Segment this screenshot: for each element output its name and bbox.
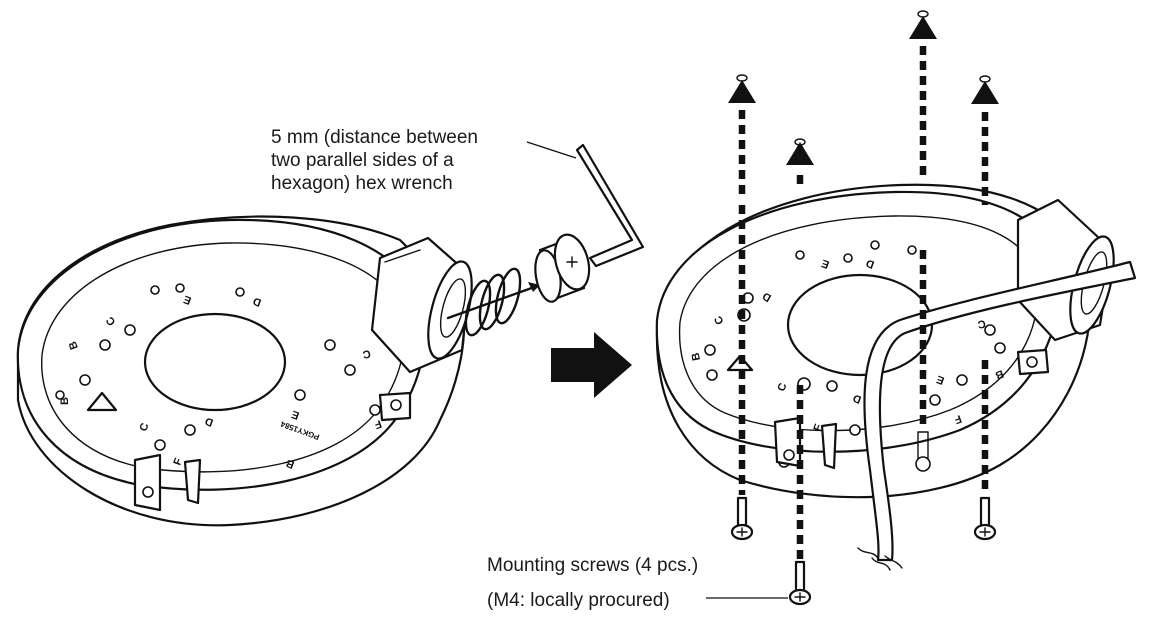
screw-icon [730, 496, 754, 541]
plate-letter: B [67, 339, 81, 351]
plate-letter: E [820, 257, 831, 271]
mounting-screws-label-line-1: Mounting screws (4 pcs.) [487, 555, 699, 576]
plate-letter: E [935, 373, 946, 387]
plate-letter: F [812, 422, 826, 433]
mounting-screws-label: Mounting screws (4 pcs.) (M4: locally pr… [487, 548, 698, 618]
screw-icon [788, 560, 812, 606]
cable [857, 260, 1137, 571]
plate-letter: D [251, 294, 263, 308]
mounting-screws-label-line-2: (M4: locally procured) [487, 590, 670, 611]
plate-letter: F [172, 456, 186, 467]
hex-wrench [575, 143, 645, 268]
screw-icon [973, 496, 997, 541]
plate-letter: B [284, 456, 296, 470]
plate-letter: E [182, 293, 193, 307]
hex-wrench-label: 5 mm (distance between two parallel side… [271, 126, 478, 195]
hex-wrench-label-line-1: 5 mm (distance between [271, 127, 478, 148]
up-arrow-icon [728, 80, 756, 103]
up-arrow-icon [909, 16, 937, 39]
left-base-holes [55, 283, 398, 451]
up-arrow-icon [971, 81, 999, 104]
right-mount-base: E D C D C B B C D E F F [655, 183, 1137, 571]
plate-letter: B [690, 352, 703, 362]
right-base-holes [704, 240, 1006, 468]
plate-letter: B [59, 397, 71, 405]
blind-plug [534, 233, 591, 303]
o-rings [464, 267, 522, 337]
right-arrow-icon [551, 332, 632, 398]
left-mount-base: E D C C B B C D E F F B PGKY1584 [16, 141, 645, 527]
up-arrow-icon [786, 142, 814, 165]
hex-wrench-label-line-3: hexagon) hex wrench [271, 173, 453, 194]
mounting-screws [706, 496, 997, 606]
plate-letter: E [290, 408, 301, 422]
hex-wrench-leader [526, 141, 577, 159]
plate-letter: D [203, 414, 215, 428]
plate-letter: C [138, 421, 152, 433]
plate-letter: D [864, 256, 876, 270]
plate-letter: B [993, 367, 1005, 381]
plate-letter: C [977, 317, 987, 330]
plate-letter: F [372, 417, 383, 431]
plate-letter: C [362, 347, 372, 360]
plate-letter: D [851, 391, 863, 405]
plate-letter: F [952, 412, 963, 426]
plate-letter: C [776, 381, 790, 393]
removal-arrows [728, 10, 999, 560]
right-plate-letters: E D C D C B B C D E F F [690, 256, 1005, 433]
hex-wrench-label-line-2: two parallel sides of a [271, 150, 454, 171]
